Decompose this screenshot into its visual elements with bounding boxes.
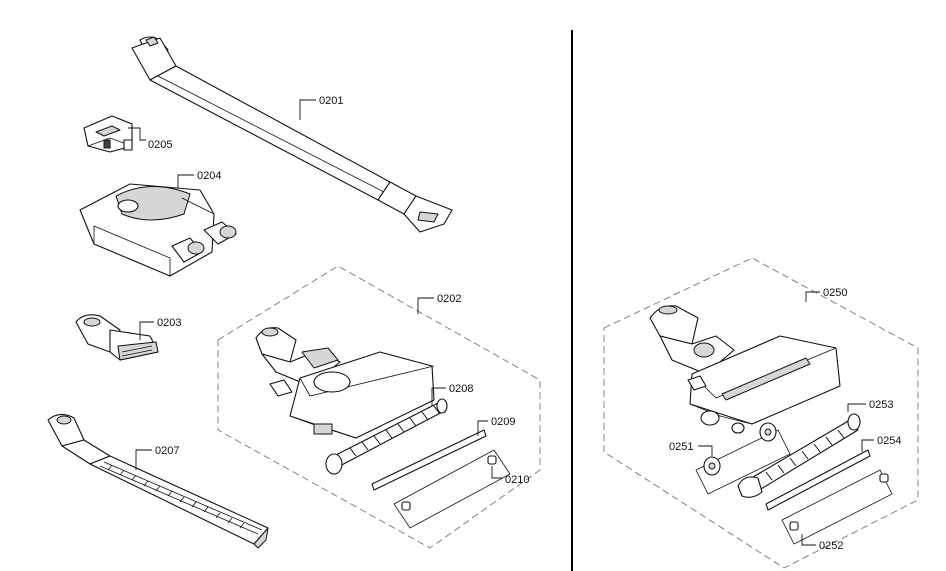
label-0207: 0207	[155, 445, 179, 457]
part-0250-floor-nozzle[interactable]	[649, 305, 841, 434]
part-0207-crevice-tool[interactable]	[47, 413, 269, 549]
part-0201-extension-tube[interactable]	[131, 36, 453, 233]
label-0208: 0208	[449, 383, 473, 395]
leader-0252	[801, 534, 816, 546]
part-0210-screws[interactable]	[393, 449, 511, 529]
label-0202: 0202	[437, 293, 461, 305]
label-0205: 0205	[148, 139, 172, 151]
label-0201: 0201	[319, 95, 343, 107]
label-0253: 0253	[869, 399, 893, 411]
part-0252-screws[interactable]	[781, 469, 893, 545]
leader-0251	[698, 445, 713, 456]
kit-0202-dashed-outline	[217, 265, 541, 549]
leader-0254	[861, 439, 874, 452]
label-0251: 0251	[669, 441, 693, 453]
leader-0209	[477, 420, 488, 436]
leader-0202	[417, 297, 434, 314]
part-0204-wall-dock[interactable]	[79, 183, 237, 277]
part-0203-brush-tool[interactable]	[75, 314, 159, 361]
leader-0201	[299, 99, 316, 120]
part-0253-brush-roll[interactable]	[737, 413, 861, 498]
leader-0204	[177, 174, 194, 188]
part-0205-clip[interactable]	[83, 115, 133, 153]
label-0209: 0209	[491, 416, 515, 428]
leader-0250	[805, 291, 820, 302]
label-0204: 0204	[197, 170, 221, 182]
label-0252: 0252	[819, 540, 843, 552]
part-0209-belt[interactable]	[371, 429, 487, 491]
leader-0203	[139, 321, 154, 340]
label-0203: 0203	[157, 317, 181, 329]
leader-0205	[128, 127, 146, 141]
label-0254: 0254	[877, 435, 901, 447]
label-0210: 0210	[505, 474, 529, 486]
leader-0207	[135, 449, 152, 470]
part-0208-brush-roll[interactable]	[325, 398, 448, 475]
leader-0253	[847, 403, 866, 412]
part-0202-power-nozzle[interactable]	[255, 327, 435, 439]
part-0254-belt[interactable]	[765, 449, 871, 511]
part-0251-wheels[interactable]	[695, 422, 791, 495]
leader-0208	[431, 387, 446, 406]
label-0250: 0250	[823, 287, 847, 299]
leader-0210	[491, 466, 502, 479]
